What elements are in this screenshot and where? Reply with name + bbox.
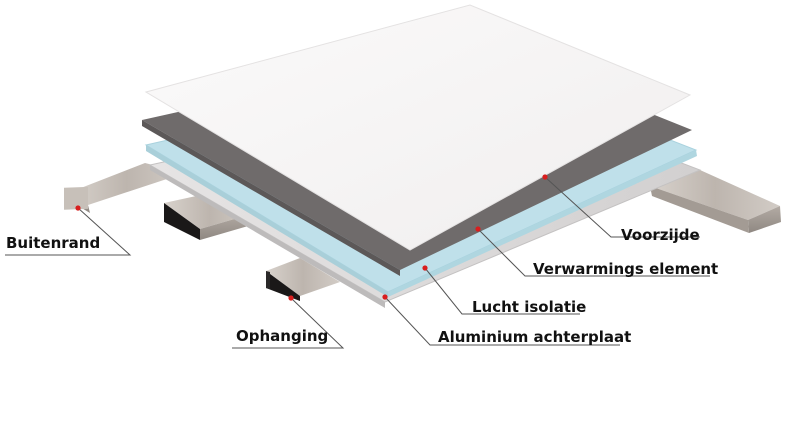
labels: Voorzijde Verwarmings element Lucht isol… (6, 226, 718, 346)
label-voorzijde: Voorzijde (621, 226, 700, 244)
beam-right (650, 170, 781, 233)
label-verwarmings-element: Verwarmings element (533, 260, 718, 278)
marker-dots (75, 174, 548, 301)
leader-voorzijde (544, 176, 700, 238)
leader-aluminium-achterplaat (384, 296, 620, 346)
marker-voorzijde (542, 174, 548, 180)
leader-buitenrand (5, 207, 132, 256)
support-beams (64, 163, 781, 301)
beam-left-back (64, 163, 185, 213)
front-panel-layer (144, 4, 692, 251)
panel-stack (142, 4, 702, 308)
marker-verwarmings-element (475, 226, 481, 232)
label-buitenrand: Buitenrand (6, 234, 100, 252)
label-ophanging: Ophanging (236, 327, 328, 345)
marker-lucht-isolatie (422, 265, 428, 271)
leader-verwarmings-element (477, 228, 710, 277)
leader-lines (5, 176, 710, 349)
leader-ophanging (232, 297, 345, 349)
leader-lucht-isolatie (424, 267, 580, 315)
marker-buitenrand (75, 205, 81, 211)
marker-ophanging (288, 295, 294, 301)
marker-aluminium-achterplaat (382, 294, 388, 300)
label-aluminium-achterplaat: Aluminium achterplaat (438, 328, 631, 346)
label-lucht-isolatie: Lucht isolatie (472, 298, 586, 316)
beam-front (266, 258, 340, 301)
